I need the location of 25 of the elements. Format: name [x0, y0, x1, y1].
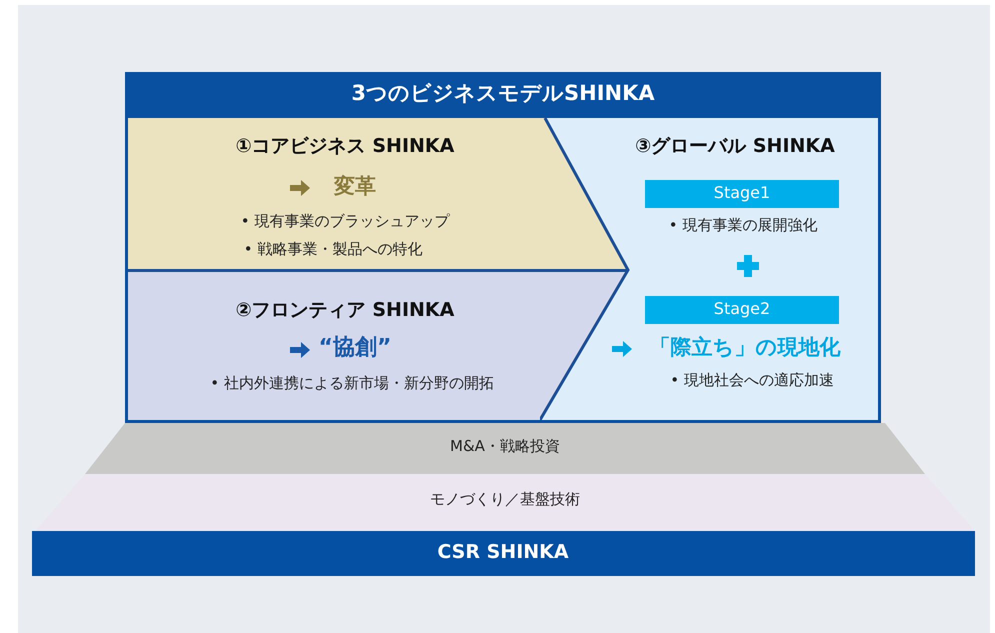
bullet-text: • 現有事業のブラッシュアップ: [240, 212, 450, 230]
keyword: 「際立ち」の現地化: [650, 335, 840, 360]
band-label: M&A・戦略投資: [450, 437, 560, 455]
bullet-text: • 戦略事業・製品への特化: [244, 240, 422, 258]
stage-label: Stage2: [714, 299, 770, 318]
foundation-band: [85, 423, 925, 474]
keyword: “協創”: [318, 335, 392, 362]
stage-bar: [645, 180, 839, 208]
keyword: 変革: [334, 174, 376, 200]
band-label: モノづくり／基盤技術: [430, 490, 580, 508]
band-label: CSR SHINKA: [437, 541, 569, 564]
stage-label: Stage1: [714, 183, 770, 202]
panel-heading: ②フロンティア SHINKA: [236, 299, 454, 322]
business-model-frame: [125, 72, 881, 423]
frame-heading: 3つのビジネスモデルSHINKA: [351, 81, 655, 106]
bullet-text: • 現有事業の展開強化: [668, 216, 818, 234]
base-band: [32, 531, 975, 576]
bullet-text: • 現地社会への適応加速: [670, 371, 834, 389]
stage-bar: [645, 296, 839, 324]
panel-heading: ③グローバル SHINKA: [635, 135, 835, 158]
chevron-panel: [128, 118, 628, 270]
panel-heading: ①コアビジネス SHINKA: [236, 135, 454, 158]
global-panel: [540, 118, 878, 420]
foundation-band: [35, 474, 975, 531]
bullet-text: • 社内外連携による新市場・新分野の開拓: [210, 374, 494, 392]
